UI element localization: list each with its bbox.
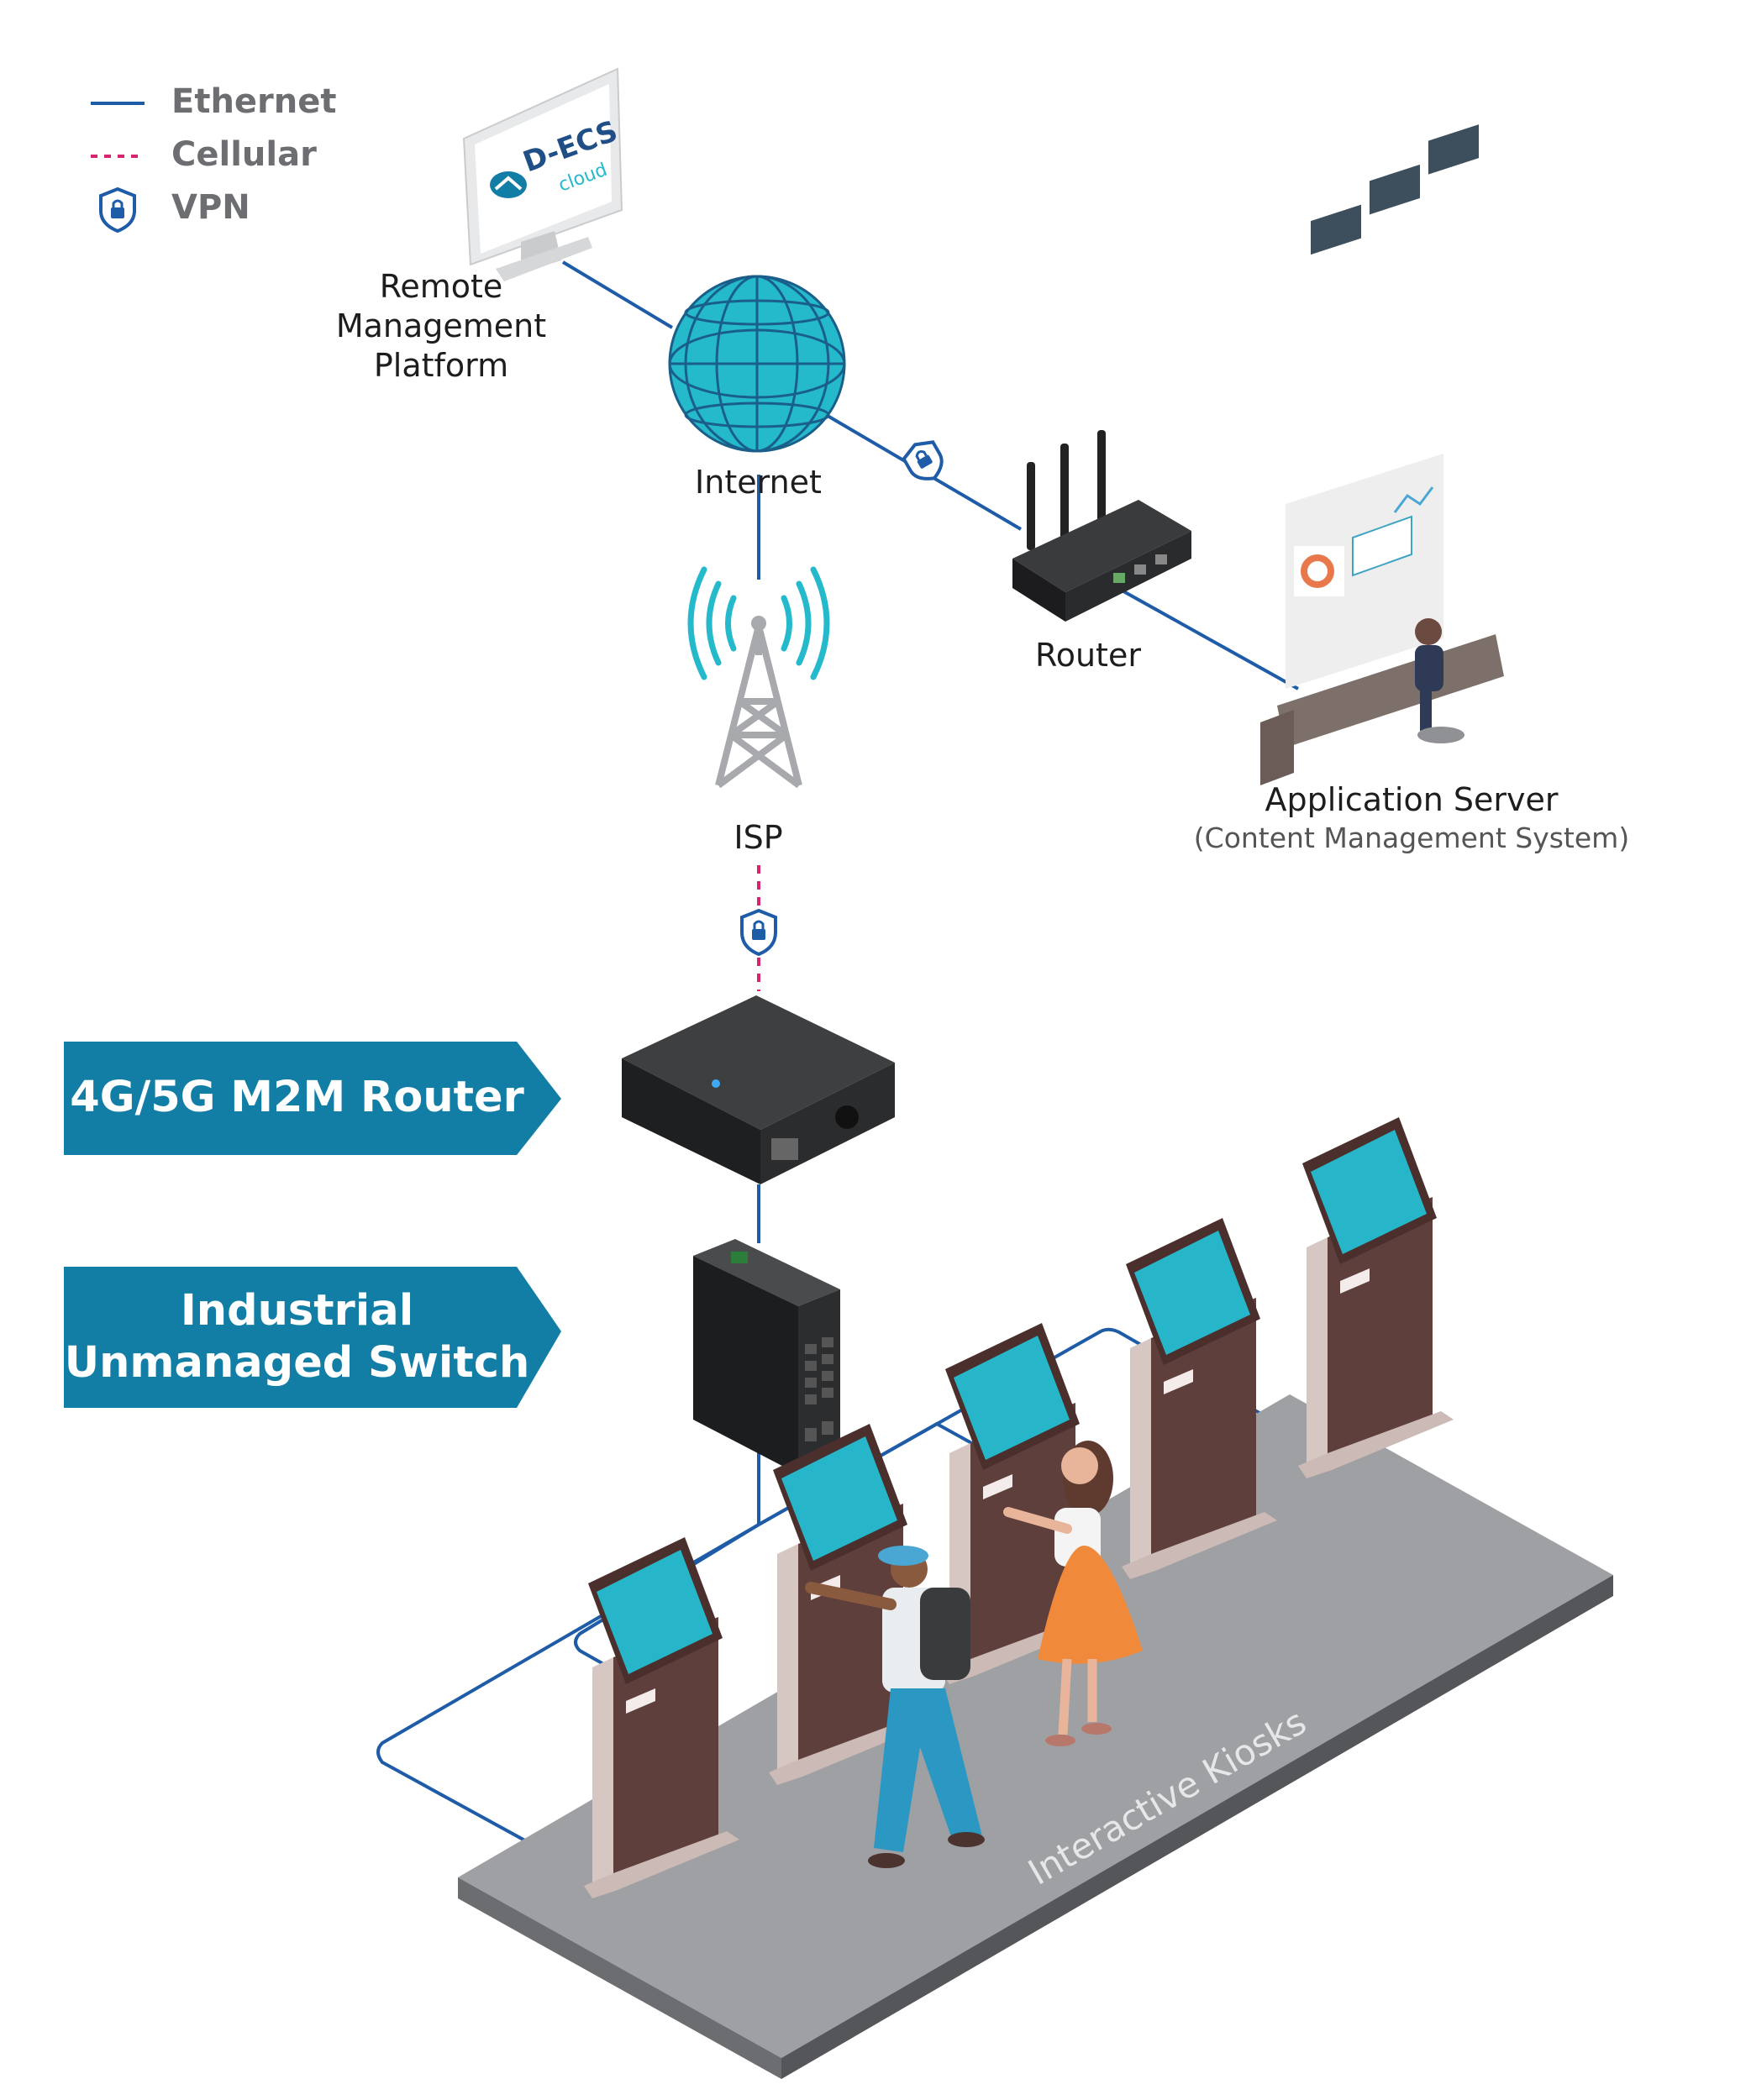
cell-tower-icon	[715, 625, 802, 789]
workstation-illustration	[1260, 124, 1504, 785]
router-icon	[1012, 430, 1191, 622]
switch-banner	[64, 1267, 561, 1408]
isp-label: ISP	[734, 819, 783, 856]
kiosk-3	[941, 1323, 1096, 1684]
app-server-sublabel: (Content Management System)	[1193, 822, 1630, 854]
link-router-server	[1117, 586, 1299, 690]
m2m-router-banner	[64, 1042, 561, 1155]
kiosk-5	[584, 1537, 739, 1898]
kiosk-group	[584, 1117, 1454, 1898]
vpn-shield-icon	[902, 440, 944, 480]
kiosk-2	[1122, 1218, 1277, 1579]
remote-platform-line3: Platform	[373, 347, 509, 384]
globe-icon	[668, 275, 846, 453]
cloud-logo-icon	[490, 171, 527, 198]
ethernet-links	[376, 260, 1316, 1887]
person-girl-illustration	[1003, 1441, 1143, 1746]
switch-banner-line2: Unmanaged Switch	[64, 1338, 530, 1388]
link-kiosk-outer-left	[376, 1523, 760, 1879]
legend-ethernet-label: Ethernet	[171, 82, 337, 121]
legend	[91, 102, 145, 234]
signal-waves-icon	[687, 566, 830, 680]
vpn-shield-icon	[740, 908, 777, 957]
legend-vpn-shield-icon	[99, 186, 136, 234]
link-kiosk-inner-left	[574, 1523, 760, 1667]
kiosk-1	[1298, 1117, 1454, 1478]
internet-label: Internet	[695, 464, 822, 501]
legend-cellular: Cellular	[91, 135, 317, 174]
m2m-router-banner-label: 4G/5G M2M Router	[70, 1073, 524, 1122]
remote-platform-line1: Remote	[379, 268, 503, 305]
switch-banner-label: Industrial Unmanaged Switch	[64, 1285, 530, 1389]
legend-vpn-label: VPN	[171, 188, 250, 227]
app-server-label: Application Server	[1265, 781, 1559, 818]
legend-cellular-label: Cellular	[171, 135, 317, 174]
industrial-switch-icon	[693, 1239, 840, 1474]
link-kiosk-outer-right	[758, 1327, 1316, 1526]
person-boy-illustration	[805, 1546, 985, 1868]
m2m-router-icon	[622, 995, 895, 1184]
legend-vpn: VPN	[91, 188, 250, 227]
legend-ethernet: Ethernet	[91, 82, 337, 121]
remote-platform-line2: Management	[335, 307, 547, 344]
link-platform-internet	[561, 260, 674, 329]
kiosk-4	[769, 1424, 924, 1785]
switch-banner-line1: Industrial	[180, 1286, 414, 1336]
remote-platform-label: Remote Management Platform	[319, 267, 563, 386]
router-label: Router	[1035, 637, 1141, 674]
app-server-label-group: Application Server (Content Management S…	[1159, 781, 1664, 854]
monitor-icon: D-ECS cloud	[462, 67, 623, 281]
